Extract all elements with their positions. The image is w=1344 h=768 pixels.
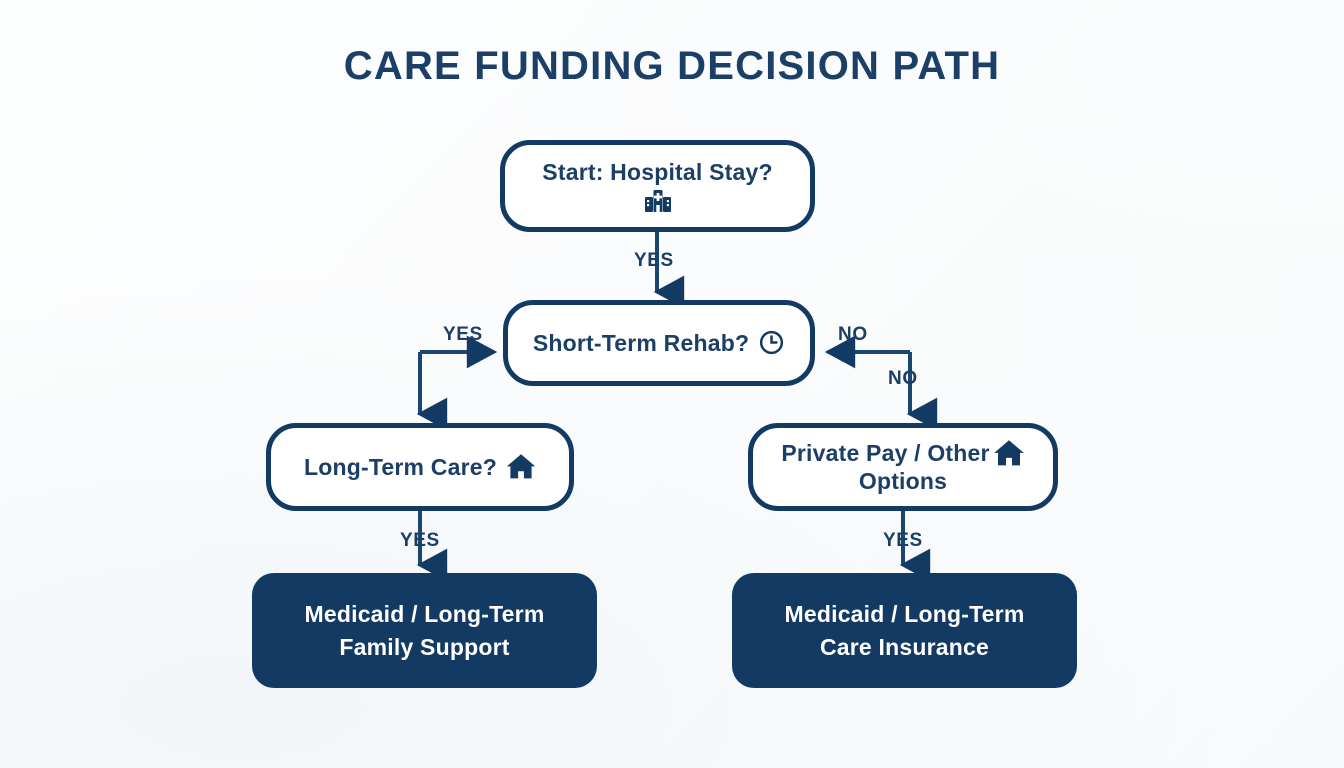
node-short-term-rehab[interactable]: Short-Term Rehab? [503,300,815,386]
terminal-family-line2: Family Support [339,633,510,660]
node-rehab-label: Short-Term Rehab? [532,329,750,356]
edge-label-start-to-rehab: YES [634,250,674,271]
hospital-icon [644,190,671,214]
house-icon [506,453,536,480]
terminal-family-line1: Medicaid / Long-Term [304,601,545,628]
terminal-insurance-line1: Medicaid / Long-Term [784,601,1025,628]
house-icon [993,439,1025,467]
edge-label-rehab-no-loop: NO [838,324,868,345]
node-private-label-line1: Private Pay / Other [781,439,990,466]
terminal-medicaid-family-support[interactable]: Medicaid / Long-Term Family Support [252,573,597,688]
node-start-hospital-stay[interactable]: Start: Hospital Stay? [500,140,815,232]
page-title: CARE FUNDING DECISION PATH [343,44,1001,88]
node-long-term-care[interactable]: Long-Term Care? [266,423,574,511]
edge-label-rehab-to-ltc: YES [443,324,483,345]
node-private-pay-other-options[interactable]: Private Pay / Other Options [748,423,1058,511]
terminal-medicaid-care-insurance[interactable]: Medicaid / Long-Term Care Insurance [732,573,1077,688]
node-private-label-line2: Options [858,468,948,494]
clock-icon [758,329,785,356]
node-ltc-label: Long-Term Care? [304,453,497,480]
node-start-label: Start: Hospital Stay? [542,158,773,185]
edge-label-ltc-to-family: YES [400,530,440,551]
edge-label-private-to-insurance: YES [883,530,923,551]
terminal-insurance-line2: Care Insurance [819,633,989,660]
edge-label-no-to-private: NO [888,368,918,389]
